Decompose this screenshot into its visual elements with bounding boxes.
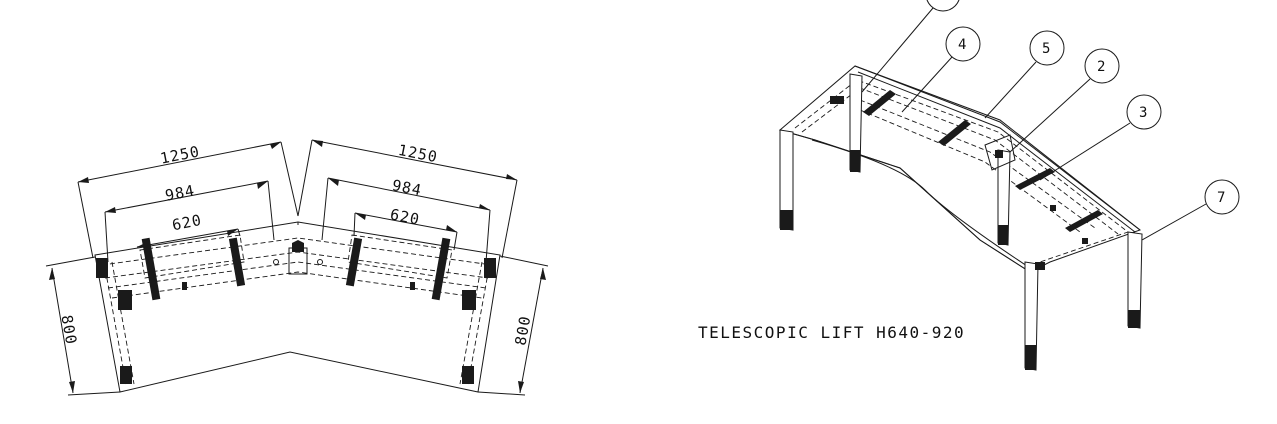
bracket-3 <box>345 237 363 287</box>
dim-label-left-984: 984 <box>164 181 197 204</box>
bracket-1 <box>141 237 161 301</box>
iso-bracket-1 <box>863 90 896 116</box>
callout-5: 5 <box>984 30 1065 119</box>
leg-right-front <box>484 258 496 278</box>
tabletop-front-curve <box>811 139 1031 269</box>
dim-label-left-1250: 1250 <box>159 142 202 167</box>
foot-right-back <box>462 366 474 384</box>
svg-text:2: 2 <box>1097 59 1105 75</box>
plan-view: 1250 984 620 1250 <box>45 139 549 396</box>
center-mechanism <box>984 134 1016 171</box>
svg-text:5: 5 <box>1042 41 1050 57</box>
isometric-view: 4 5 2 3 7 TELESCOPIC LIFT H640-920 <box>698 0 1240 371</box>
foot-right-front <box>462 290 476 310</box>
callout-2: 2 <box>1009 48 1120 153</box>
dim-label-left-800: 800 <box>57 314 80 347</box>
callout-3: 3 <box>1039 94 1162 181</box>
dim-right-1250: 1250 <box>297 139 518 259</box>
dim-left-984: 984 <box>104 180 275 263</box>
iso-bracket-3 <box>1015 168 1055 190</box>
callout-top <box>861 0 960 93</box>
dim-label-right-984: 984 <box>391 176 424 199</box>
dim-label-right-800: 800 <box>511 314 534 347</box>
foot-left-back <box>120 366 132 384</box>
foot-left-front <box>118 290 132 310</box>
iso-bracket-2 <box>938 120 971 146</box>
dim-left-800: 800 <box>45 256 121 396</box>
dim-right-800: 800 <box>477 255 549 396</box>
svg-text:3: 3 <box>1139 105 1147 121</box>
svg-text:4: 4 <box>958 37 966 53</box>
frame-dashed-front <box>101 237 493 266</box>
svg-text:7: 7 <box>1217 190 1225 206</box>
dim-right-984: 984 <box>321 176 491 263</box>
leg-left-front <box>96 258 108 278</box>
dim-label-right-1250: 1250 <box>397 141 440 166</box>
dim-label-left-620: 620 <box>171 211 204 234</box>
dim-right-620: 620 <box>353 205 458 251</box>
bracket-4 <box>431 237 451 301</box>
dim-left-620: 620 <box>136 211 241 248</box>
callout-4: 4 <box>901 26 981 113</box>
caption-telescopic-lift: TELESCOPIC LIFT H640-920 <box>698 323 965 342</box>
bracket-2 <box>228 237 246 287</box>
iso-bracket-4 <box>1065 210 1103 232</box>
dim-label-right-620: 620 <box>389 205 422 228</box>
callout-7: 7 <box>1141 179 1240 241</box>
